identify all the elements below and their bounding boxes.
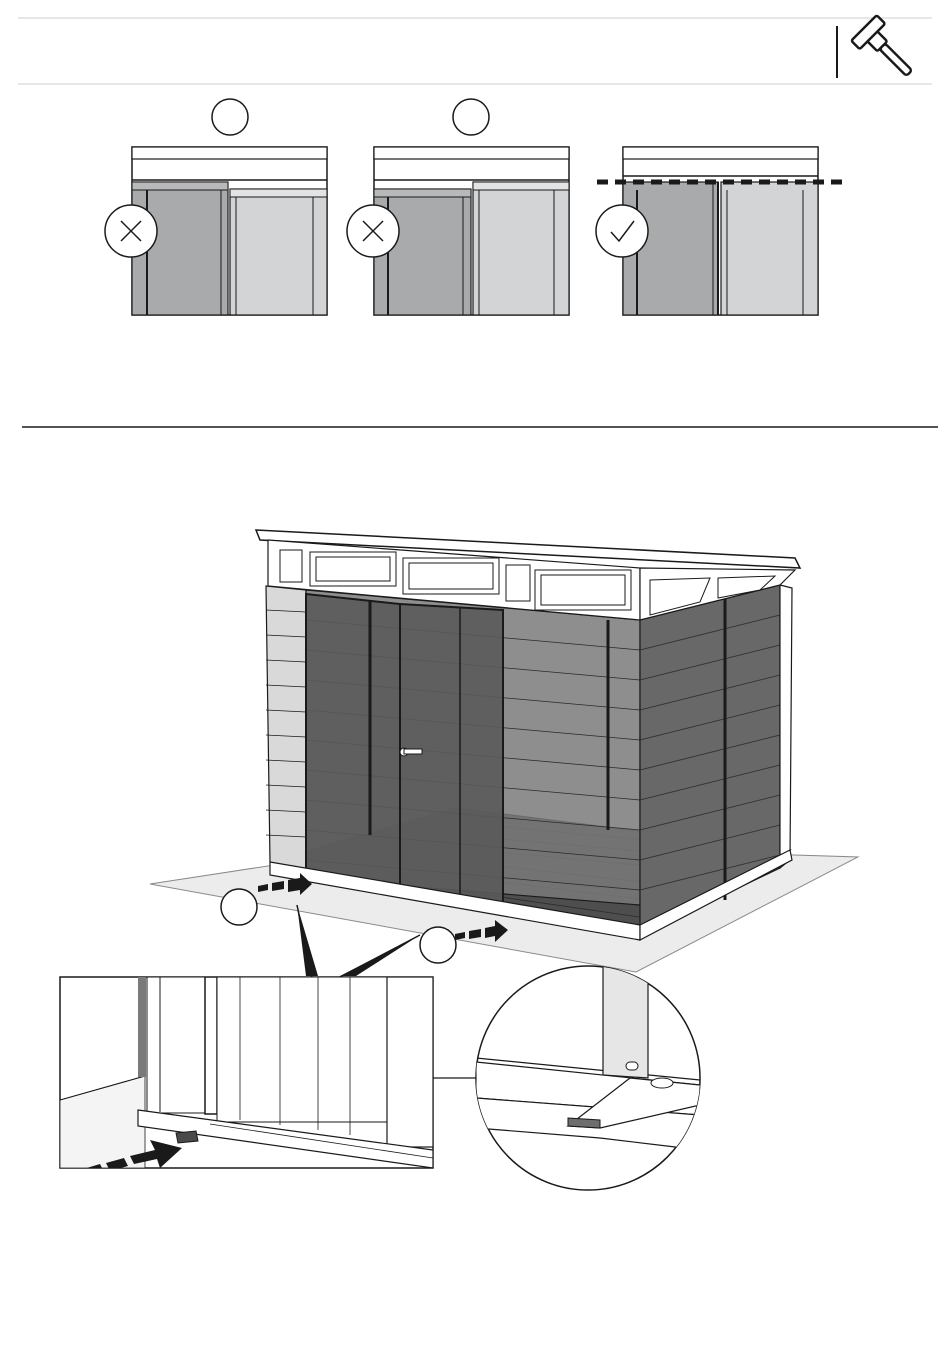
step-number-circle	[453, 99, 489, 135]
right-door-panel	[473, 182, 569, 315]
door-alignment-examples	[105, 99, 848, 315]
guide-block	[176, 1131, 198, 1143]
front-door-right	[400, 604, 503, 910]
guide-block	[568, 1118, 600, 1128]
example-incorrect-2	[347, 99, 569, 315]
detail-inset-circle	[476, 960, 700, 1190]
example-incorrect-1	[105, 99, 327, 315]
example-correct	[596, 147, 848, 315]
front-door-left	[306, 594, 400, 890]
left-side-wall	[266, 586, 306, 878]
shed-illustration	[150, 530, 858, 978]
detail-inset-door-track	[60, 977, 433, 1178]
right-door-panel	[230, 189, 327, 315]
check-icon	[596, 205, 648, 257]
cross-icon	[105, 205, 157, 257]
header-bar	[18, 15, 932, 86]
cross-icon	[347, 205, 399, 257]
hammer-icon	[851, 15, 922, 86]
step-number-circle	[212, 99, 248, 135]
callout-circle	[420, 927, 456, 963]
callout-circle	[221, 889, 257, 925]
